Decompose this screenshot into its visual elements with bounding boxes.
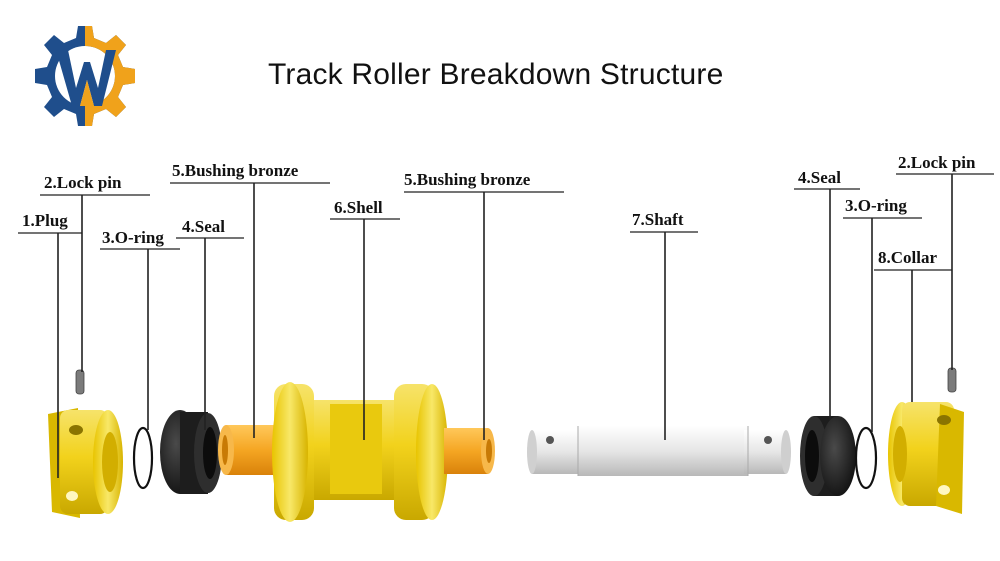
collar-part	[888, 402, 964, 514]
label-seal-right: 4.Seal	[798, 168, 841, 187]
label-oring-right: 3.O-ring	[845, 196, 907, 215]
lock-pin-right-part	[947, 367, 957, 393]
label-bushing-right: 5.Bushing bronze	[404, 170, 531, 189]
company-logo	[35, 26, 135, 126]
shell-part	[272, 382, 448, 522]
label-plug: 1.Plug	[22, 211, 68, 230]
seal-right-part	[800, 416, 856, 496]
label-shaft: 7.Shaft	[632, 210, 684, 229]
oring-right-part	[854, 426, 878, 490]
label-lock-pin-right: 2.Lock pin	[898, 153, 976, 172]
label-oring-left: 3.O-ring	[102, 228, 164, 247]
label-lock-pin-left: 2.Lock pin	[44, 173, 122, 192]
oring-left-part	[132, 426, 154, 490]
shaft-part	[527, 426, 791, 476]
logo-letter-w-icon	[56, 50, 116, 106]
label-shell: 6.Shell	[334, 198, 383, 217]
lock-pin-left-part	[75, 369, 85, 395]
label-collar: 8.Collar	[878, 248, 937, 267]
label-bushing-left: 5.Bushing bronze	[172, 161, 299, 180]
diagram-title: Track Roller Breakdown Structure	[268, 58, 724, 91]
bushing-right-part	[444, 428, 495, 474]
seal-left-part	[160, 410, 222, 494]
bushing-left-part	[218, 425, 276, 475]
plug-part	[48, 408, 123, 518]
label-seal-left: 4.Seal	[182, 217, 225, 236]
